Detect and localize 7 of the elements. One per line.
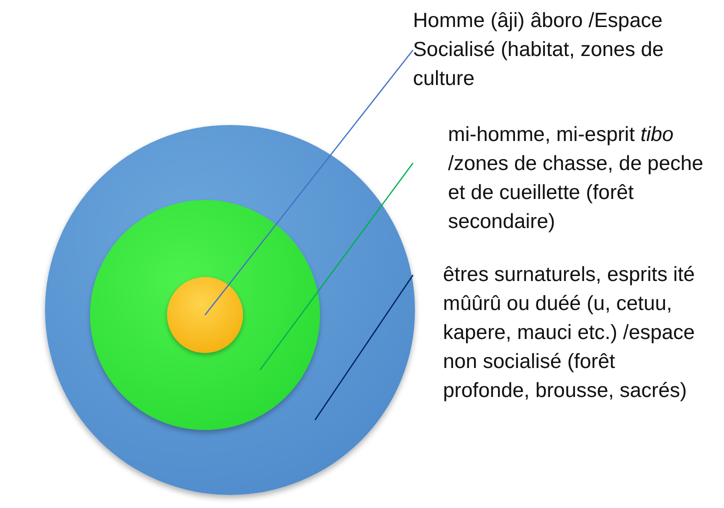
zone-description: êtres surnaturels, esprits ité mûûrû ou duéé (u, cetuu, kapere, mauci etc.) /espace non socialisé (forêt profonde, brousse, sacrés) — [413, 260, 703, 410]
leader-line — [314, 274, 414, 420]
zone-description: Homme (âji) âboro /Espace Socialisé (habitat, zones de culture — [413, 6, 713, 98]
leader-line — [260, 162, 414, 370]
zone-description: mi-homme, mi-esprit tibo /zones de chasse, de peche et de cueillette (forêt secondaire) — [413, 120, 708, 242]
zone-circle — [167, 277, 243, 353]
leader-line — [204, 50, 414, 316]
